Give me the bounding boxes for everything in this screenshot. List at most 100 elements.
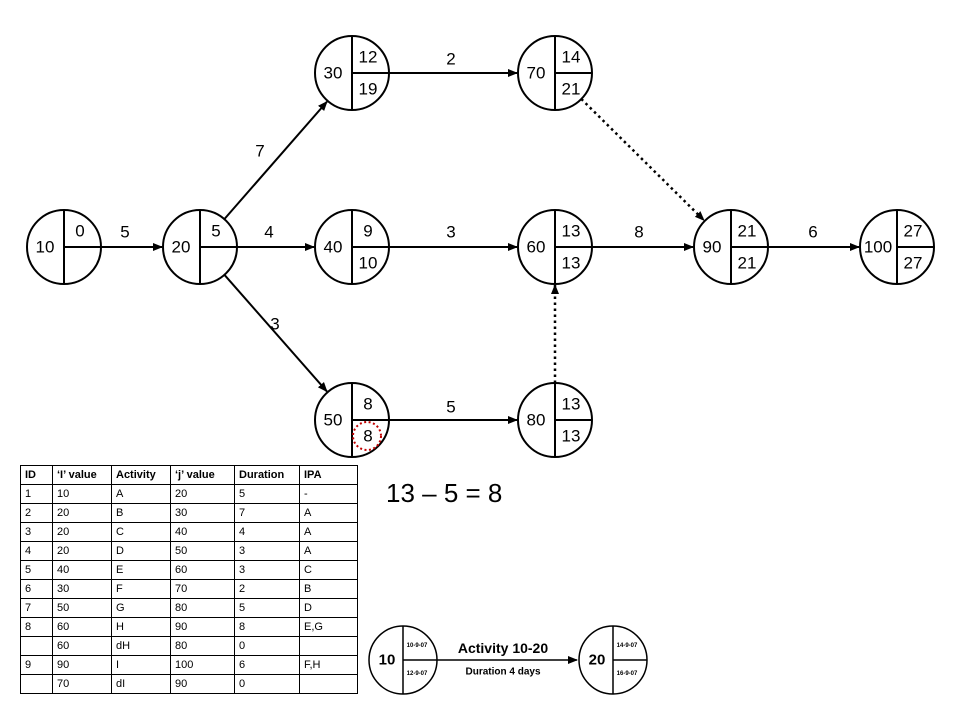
table-cell: G bbox=[111, 598, 171, 618]
table-cell: 6 bbox=[234, 655, 300, 675]
node-number: 10 bbox=[379, 652, 396, 669]
table-cell: I bbox=[111, 655, 171, 675]
latest-finish-time: 21 bbox=[738, 254, 757, 273]
dummy-arrow-70-90 bbox=[580, 98, 705, 222]
node-number: 30 bbox=[324, 64, 343, 83]
table-cell: D bbox=[111, 541, 171, 561]
table-cell: 70 bbox=[170, 579, 235, 599]
activity-arrow-20-50 bbox=[223, 274, 328, 393]
earliest-date: 14-9-07 bbox=[617, 643, 638, 649]
node-number: 10 bbox=[36, 238, 55, 257]
calculation-text: 13 – 5 = 8 bbox=[386, 478, 503, 508]
earliest-start-time: 21 bbox=[738, 222, 757, 241]
earliest-start-time: 8 bbox=[363, 395, 372, 414]
table-cell: F bbox=[111, 579, 171, 599]
latest-date: 16-9-07 bbox=[617, 671, 638, 677]
table-cell: 1 bbox=[20, 484, 53, 504]
table-cell: 20 bbox=[170, 484, 235, 504]
table-cell: - bbox=[299, 484, 358, 504]
latest-finish-time: 10 bbox=[359, 254, 378, 273]
table-cell: 60 bbox=[52, 636, 112, 656]
table-cell: 8 bbox=[234, 617, 300, 637]
earliest-start-time: 14 bbox=[562, 48, 581, 67]
activity-arrow-20-30 bbox=[223, 100, 328, 220]
duration-label-10-20: 5 bbox=[120, 223, 129, 242]
earliest-date: 10-9-07 bbox=[407, 643, 428, 649]
table-cell: D bbox=[299, 598, 358, 618]
table-cell: 40 bbox=[52, 560, 112, 580]
earliest-start-time: 13 bbox=[562, 222, 581, 241]
table-cell: 3 bbox=[234, 541, 300, 561]
node-number: 40 bbox=[324, 238, 343, 257]
table-cell: 80 bbox=[170, 598, 235, 618]
table-header-cell: ‘I’ value bbox=[52, 465, 112, 485]
table-cell: 4 bbox=[20, 541, 53, 561]
table-cell: B bbox=[111, 503, 171, 523]
duration-label-20-30: 7 bbox=[255, 142, 264, 161]
table-cell: 4 bbox=[234, 522, 300, 542]
table-cell: B bbox=[299, 579, 358, 599]
table-cell: A bbox=[111, 484, 171, 504]
table-cell: C bbox=[299, 560, 358, 580]
table-cell: 7 bbox=[234, 503, 300, 523]
table-cell: 9 bbox=[20, 655, 53, 675]
table-cell: 20 bbox=[52, 541, 112, 561]
table-cell: 50 bbox=[170, 541, 235, 561]
table-cell: dI bbox=[111, 674, 171, 694]
duration-label-20-40: 4 bbox=[264, 223, 273, 242]
node-number: 90 bbox=[703, 238, 722, 257]
table-header-cell: Activity bbox=[111, 465, 171, 485]
node-20: 205 bbox=[162, 209, 238, 285]
table-cell bbox=[299, 636, 358, 656]
table-header-cell: ID bbox=[20, 465, 53, 485]
table-cell bbox=[299, 674, 358, 694]
earliest-start-time: 13 bbox=[562, 395, 581, 414]
node-number: 80 bbox=[527, 411, 546, 430]
table-cell: 60 bbox=[170, 560, 235, 580]
table-cell bbox=[20, 674, 53, 694]
nodes-layer: 1002053012194091050886013137014218013139… bbox=[26, 35, 935, 458]
duration-label-50-80: 5 bbox=[446, 398, 455, 417]
table-cell: 90 bbox=[170, 617, 235, 637]
table-cell: 2 bbox=[20, 503, 53, 523]
duration-label-40-60: 3 bbox=[446, 223, 455, 242]
earliest-start-time: 9 bbox=[363, 222, 372, 241]
duration-label-20-50: 3 bbox=[270, 315, 279, 334]
duration-label-30-70: 2 bbox=[446, 50, 455, 69]
node-10: 100 bbox=[26, 209, 102, 285]
table-cell: 90 bbox=[170, 674, 235, 694]
table-cell: 10 bbox=[52, 484, 112, 504]
table-cell: 5 bbox=[234, 484, 300, 504]
node-number: 50 bbox=[324, 411, 343, 430]
example-duration-label: Duration 4 days bbox=[465, 667, 540, 678]
table-cell: 100 bbox=[170, 655, 235, 675]
latest-finish-time: 21 bbox=[562, 80, 581, 99]
highlight-circle bbox=[352, 421, 382, 451]
table-cell: C bbox=[111, 522, 171, 542]
table-cell bbox=[20, 636, 53, 656]
node-40: 40 9 10 bbox=[314, 209, 390, 285]
table-cell: E,G bbox=[299, 617, 358, 637]
table-cell: 80 bbox=[170, 636, 235, 656]
table-cell: 30 bbox=[52, 579, 112, 599]
table-cell: 60 bbox=[52, 617, 112, 637]
table-cell: 2 bbox=[234, 579, 300, 599]
